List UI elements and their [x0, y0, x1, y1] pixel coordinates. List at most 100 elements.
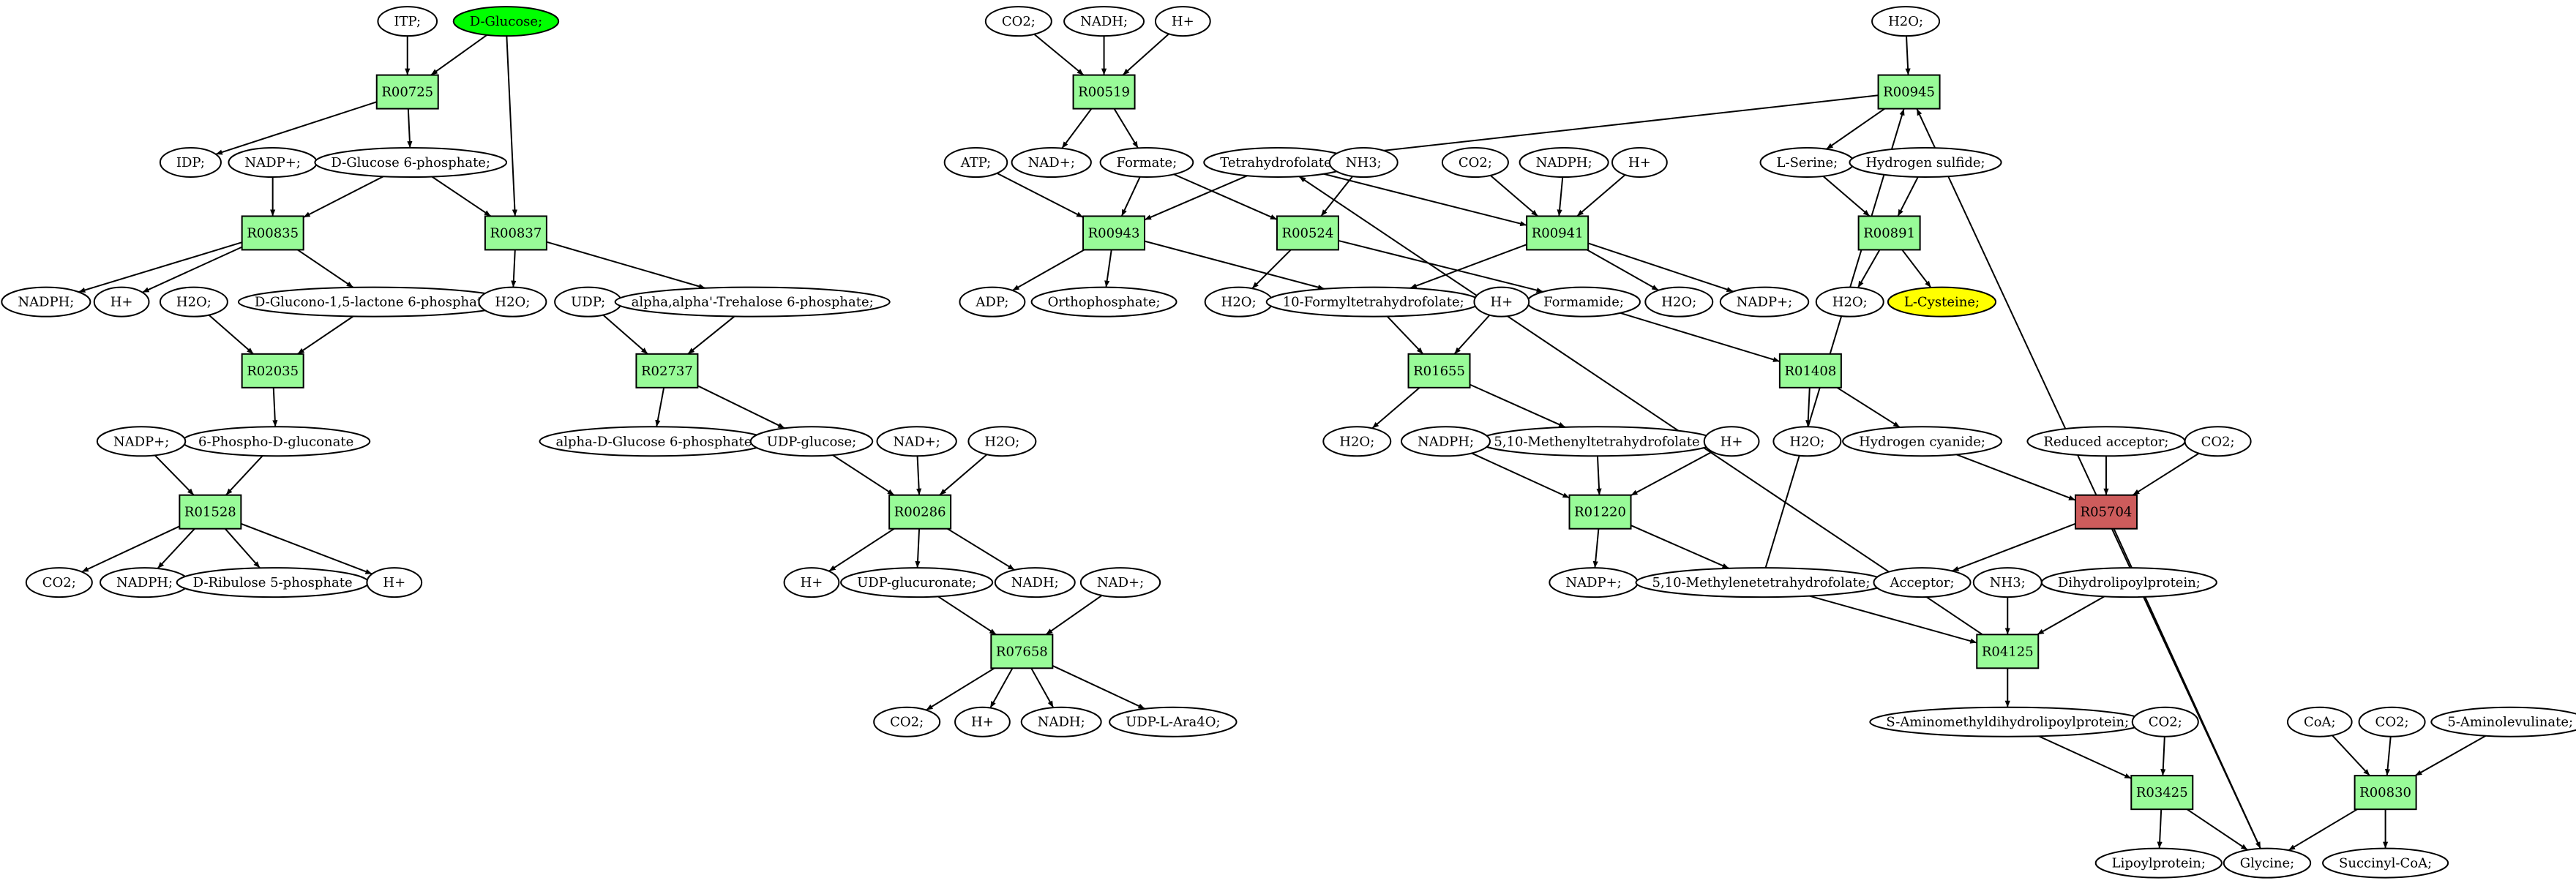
reaction-box [635, 353, 699, 388]
metabolite-10-formyltetrahydrofolate: 10-Formyltetrahydrofolate; [1265, 286, 1481, 318]
metabolite-alpha-alpha-trehalose-6-phosphate: alpha,alpha'-Trehalose 6-phosphate; [614, 286, 891, 318]
metabolite-s-aminomethyldihydrolipoylprotein: S-Aminomethyldihydrolipoylprotein; [1869, 706, 2146, 737]
reaction-label: R00830 [2359, 785, 2411, 800]
metabolite-nadph: NADPH; [100, 567, 190, 598]
metabolite-5-aminolevulinate: 5-Aminolevulinate; [2430, 706, 2576, 737]
edge-m2-to-r00837 [506, 36, 518, 217]
metabolite-label: H2O; [1339, 434, 1374, 449]
edge-m35-to-r00524 [1173, 173, 1278, 220]
metabolite-label: D-Ribulose 5-phosphate [193, 575, 353, 590]
metabolite-label: H2O; [1888, 14, 1923, 29]
metabolite-nadh: NADH; [1063, 6, 1145, 37]
reaction-r04125: R04125 [1976, 634, 2040, 669]
edge-r07658-to-m30 [1052, 665, 1145, 710]
metabolite-ellipse [1400, 426, 1491, 457]
metabolite-label: Hydrogen sulfide; [1865, 155, 1985, 170]
reaction-label: R03425 [2136, 785, 2188, 800]
edge-r00286-to-m24 [915, 528, 921, 568]
edge-m31-to-r00519 [1033, 33, 1085, 76]
metabolite-label: NADH; [1011, 575, 1059, 590]
metabolite-ellipse [994, 567, 1076, 598]
metabolite-ellipse [1109, 706, 1238, 737]
metabolite-succinyl-coa: Succinyl-CoA; [2322, 847, 2449, 879]
metabolite-label: CO2; [2201, 434, 2235, 449]
metabolite-ellipse [1079, 567, 1161, 598]
edge-m69-to-r03425 [2160, 736, 2166, 776]
metabolite-idp: IDP; [159, 147, 222, 179]
edge-m74-to-r00830 [2414, 735, 2487, 777]
edge-r00519-to-m35 [1113, 108, 1139, 149]
metabolite-ellipse [873, 706, 941, 737]
reaction-label: R02737 [641, 364, 693, 379]
reaction-label: R04125 [1982, 644, 2034, 659]
metabolite-ellipse [1322, 426, 1392, 457]
metabolite-ellipse [1703, 426, 1760, 457]
metabolite-h: H+ [1154, 6, 1211, 37]
reaction-box [1072, 74, 1136, 110]
metabolite-h2o: H2O; [1644, 286, 1714, 318]
edge-m5-to-r00835 [303, 176, 384, 218]
metabolite-ellipse [783, 567, 840, 598]
metabolite-nadp: NADP+; [1549, 567, 1639, 598]
edge-r00524-to-m46 [1338, 239, 1543, 293]
edge-r00945-to-m37 [1342, 94, 1879, 157]
metabolite-label: 5,10-Methylenetetrahydrofolate; [1652, 575, 1871, 590]
metabolite-ellipse [1873, 567, 1972, 598]
edge-r05704-to-m65 [1952, 522, 2076, 572]
edge-r00519-to-m34 [1061, 108, 1093, 149]
edge-r00286-to-m23 [828, 528, 895, 572]
metabolite-udp: UDP; [554, 286, 623, 318]
metabolite-ellipse [2040, 567, 2217, 598]
edge-r01220-to-m54 [1592, 528, 1600, 568]
metabolite-ellipse [1473, 286, 1530, 318]
metabolite-ellipse [159, 286, 228, 318]
metabolite-nadh: NADH; [994, 567, 1076, 598]
metabolite-h: H+ [783, 567, 840, 598]
edge-r00891-to-m62 [1901, 249, 1932, 288]
metabolite-ellipse [2430, 706, 2576, 737]
metabolite-label: D-Glucose; [470, 14, 542, 29]
metabolite-ellipse [159, 147, 222, 179]
reaction-label: R00837 [490, 225, 542, 241]
reaction-r01528: R01528 [179, 494, 242, 530]
reaction-label: R00835 [247, 225, 299, 241]
reaction-r07658: R07658 [990, 634, 1054, 669]
reaction-r03425: R03425 [2130, 775, 2194, 811]
metabolite-ellipse [1441, 147, 1509, 179]
metabolite-label: Acceptor; [1889, 575, 1954, 590]
edge-m9-to-r02035 [297, 315, 354, 355]
metabolite-label: NADP+; [244, 155, 300, 170]
reaction-r00725: R00725 [375, 74, 439, 110]
metabolite-ellipse [967, 426, 1037, 457]
metabolite-d-glucose: D-Glucose; [452, 6, 560, 37]
metabolite-ellipse [614, 286, 891, 318]
edge-m11-to-r01528 [225, 455, 263, 496]
edge-r00891-to-m61 [1857, 249, 1881, 288]
edge-m68-to-r03425 [2038, 735, 2132, 779]
metabolite-label: H2O; [1789, 434, 1824, 449]
metabolite-label: 6-Phospho-D-gluconate [198, 434, 353, 449]
reaction-label: R02035 [247, 364, 299, 379]
edge-m37-to-r00941 [1323, 173, 1527, 227]
metabolite-dihydrolipoylprotein: Dihydrolipoylprotein; [2040, 567, 2217, 598]
edge-r00835-to-m6 [78, 241, 242, 293]
edge-r00524-to-m44 [1251, 249, 1292, 290]
metabolite-label: NAD+; [893, 434, 940, 449]
metabolite-label: NH3; [1346, 155, 1382, 170]
metabolite-label: CoA; [2304, 715, 2336, 730]
metabolite-atp: ATP; [943, 147, 1008, 179]
metabolite-6-phospho-d-gluconate: 6-Phospho-D-gluconate [181, 426, 371, 457]
metabolite-nad: NAD+; [1011, 147, 1092, 179]
metabolite-ellipse [1328, 147, 1399, 179]
metabolite-ellipse [943, 147, 1008, 179]
edge-r00945-to-m59 [1826, 108, 1885, 150]
metabolite-label: H2O; [1661, 295, 1696, 310]
metabolite-label: L-Cysteine; [1904, 295, 1980, 310]
reaction-r02737: R02737 [635, 353, 699, 388]
edge-m12-to-r01528 [154, 454, 195, 496]
metabolite-label: D-Glucono-1,5-lactone 6-phosphate; [255, 295, 495, 310]
reaction-box [990, 634, 1054, 669]
reaction-label: R00286 [894, 505, 946, 520]
metabolite-label: Succinyl-CoA; [2339, 856, 2432, 871]
metabolite-co2: CO2; [2184, 426, 2252, 457]
